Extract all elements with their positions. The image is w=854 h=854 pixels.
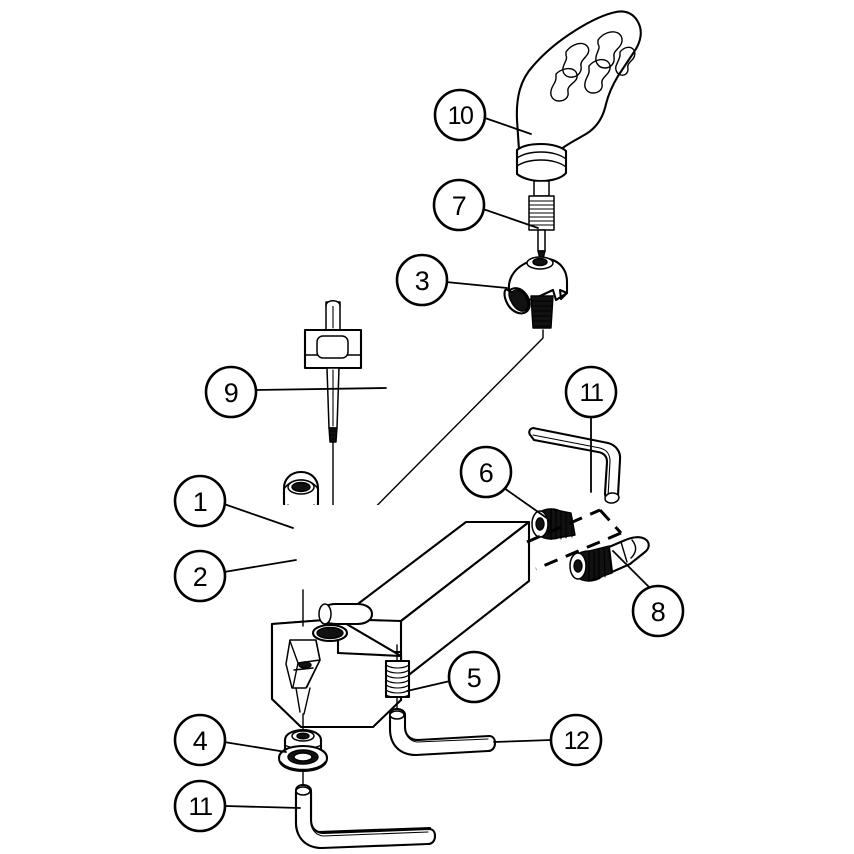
balloon-circle <box>432 178 486 232</box>
balloon-circle <box>564 365 618 419</box>
balloon-circle <box>631 584 685 638</box>
balloon-3-2[interactable]: 3 <box>395 253 449 307</box>
balloon-number: 11 <box>580 379 604 407</box>
balloon-number: 3 <box>415 266 430 296</box>
balloon-number: 1 <box>193 487 208 517</box>
leader-8 <box>612 550 651 589</box>
part-threaded-plug <box>531 508 576 540</box>
leader-6 <box>503 487 552 522</box>
balloon-number: 2 <box>193 562 208 592</box>
balloon-9-8[interactable]: 9 <box>204 365 258 419</box>
alignment-dash-plug <box>526 508 601 544</box>
balloon-number: 6 <box>479 458 494 488</box>
coolant-boss <box>318 602 374 626</box>
leader-4 <box>223 741 287 753</box>
balloon-circle <box>173 713 227 767</box>
balloon-circle <box>173 779 227 833</box>
balloon-2-1[interactable]: 2 <box>173 549 227 603</box>
leader-1 <box>223 503 294 529</box>
balloon-number: 9 <box>224 378 239 408</box>
balloon-circle <box>549 713 603 767</box>
balloon-6-5[interactable]: 6 <box>459 445 513 499</box>
alignment-dash-nozzle <box>535 531 622 571</box>
leader-lines <box>223 117 651 809</box>
balloon-10-9[interactable]: 10 <box>433 88 487 142</box>
leader-3 <box>445 281 508 289</box>
balloon-number: 5 <box>467 663 482 693</box>
balloon-number: 12 <box>564 727 589 755</box>
part-lock-pin-assembly <box>277 728 329 773</box>
part-torx-bit-shaft <box>528 180 555 260</box>
balloon-number: 10 <box>448 102 473 130</box>
leader-12 <box>493 739 552 743</box>
balloon-number: 7 <box>452 191 467 221</box>
balloon-circle <box>395 253 449 307</box>
balloon-circle <box>433 88 487 142</box>
part-torque-handle <box>515 10 642 183</box>
balloon-12-12[interactable]: 12 <box>549 713 603 767</box>
balloon-number: 11 <box>189 793 213 821</box>
balloon-5-4[interactable]: 5 <box>447 650 501 704</box>
part-top-clamp <box>503 256 569 329</box>
balloon-circle <box>204 365 258 419</box>
balloon-circle <box>447 650 501 704</box>
part-set-screw <box>384 659 411 699</box>
leader-10 <box>484 117 532 135</box>
part-hex-key-upper <box>528 426 622 504</box>
leader-7 <box>482 208 539 229</box>
balloon-4-3[interactable]: 4 <box>173 713 227 767</box>
balloon-11-10[interactable]: 11 <box>564 365 618 419</box>
leader-9 <box>255 387 387 391</box>
balloon-number: 4 <box>193 726 208 756</box>
head-bottom-edge <box>336 651 403 658</box>
part-coolant-nozzle <box>569 536 650 582</box>
part-hex-key-lower <box>294 783 437 850</box>
balloon-circle <box>173 549 227 603</box>
insert-pocket-detail <box>285 639 321 715</box>
balloon-8-7[interactable]: 8 <box>631 584 685 638</box>
part-hex-key-middle <box>388 707 497 757</box>
leader-11-lower <box>224 805 301 809</box>
part-t-handle-key <box>303 300 363 443</box>
balloon-circle <box>459 445 513 499</box>
balloon-11-11[interactable]: 11 <box>173 779 227 833</box>
leader-5 <box>406 680 451 692</box>
leader-2 <box>223 559 297 573</box>
part-toolholder-body <box>250 505 550 745</box>
balloon-circle <box>173 474 227 528</box>
balloon-1-0[interactable]: 1 <box>173 474 227 528</box>
balloon-number: 8 <box>651 597 666 627</box>
alignment-dash-corner <box>598 508 623 535</box>
balloon-7-6[interactable]: 7 <box>432 178 486 232</box>
